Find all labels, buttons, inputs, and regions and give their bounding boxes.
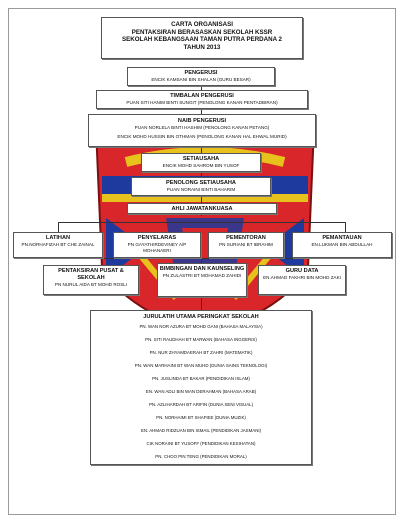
pentaksiran-name: PN NURUL AIDA BT MOHD ROSLI [54,282,128,287]
list-item: PN. SITI RAUDHAH BT MARWAN (BAHASA INGGE… [145,337,257,342]
list-item: PN. WAN MARHAINI BT WAN MUHD (DUNIA SAIN… [134,363,268,368]
ajk-box: AHLI JAWATANKUASA [127,203,277,214]
list-item: PN. NORHAIMI BT SHAFIEE (DUNIA MUZIK) [156,415,246,420]
timbalan-title: TIMBALAN PENGERUSI [170,93,234,99]
setiausaha-box: SETIAUSAHA ENCIK MOHD SAHROM BIN YUSOF [141,153,261,172]
list-item: CIK NORAINI BT YUSOFF (PENDIDIKAN KESIHA… [146,441,256,446]
setiausaha-name: ENCIK MOHD SAHROM BIN YUSOF [162,163,240,168]
pengerusi-box: PENGERUSI ENCIK KAMSANI BIN SHALAN (GURU… [127,67,275,86]
penolong-setiausaha-box: PENOLONG SETIAUSAHA PUAN NORAINI BINTI B… [131,177,271,196]
penyelaras-box: PENYELARAS PN GAYATHIRDEVINEY A/P MOHANA… [113,232,201,258]
pentaksiran-box: PENTAKSIRAN PUSAT & SEKOLAH PN NURUL AID… [43,265,139,295]
jurulatih-list: PN. WAN NOR AZURA BT MOHD GANI (BAHASA M… [95,324,307,459]
bimbingan-box: BIMBINGAN DAN KAUNSELING PN ZULASTRI BT … [157,263,247,297]
pementoran-name: PN SURIANI BT IBRAHIM [219,242,273,247]
naib-name-2: ENCIK MOHD HUSSIN BIN OTHMAN (PENOLONG K… [117,134,287,139]
pemantauan-name: EN.LUKMAN BIN ABDULLAH [311,242,373,247]
bimbingan-title: BIMBINGAN DAN KAUNSELING [159,266,245,272]
penyelaras-name: PN GAYATHIRDEVINEY A/P MOHANAERI [127,242,187,253]
naib-name-1: PUAN NORLELA BINTI HASHIM (PENOLONG KANA… [134,125,270,130]
naib-title: NAIB PENGERUSI [177,118,227,124]
list-item: PN. WAN NOR AZURA BT MOHD GANI (BAHASA M… [139,324,263,329]
list-item: PN. NUR ZHYAMDAERAH BT ZAHRI (MATEMATIK) [149,350,253,355]
connector-horizontal-ajk [58,222,346,223]
chart-subtitle-year: TAHUN 2013 [183,43,221,51]
jurulatih-box: JURULATIH UTAMA PERINGKAT SEKOLAH PN. WA… [90,310,312,465]
connector-pemantauan [345,222,346,232]
latihan-box: LATIHAN PN.NORHAFIZAH BT CHE ZAINAL [13,232,103,258]
list-item: PN. JUSLINDA BT BAKAR (PENDIDIKAN ISLAM) [152,376,250,381]
pentaksiran-title: PENTAKSIRAN PUSAT & SEKOLAH [58,268,124,281]
pengerusi-name: ENCIK KAMSANI BIN SHALAN (GURU BESAR) [151,77,251,82]
connector-vertical-main [201,86,202,216]
penolong-setiausaha-title: PENOLONG SETIAUSAHA [166,180,236,186]
list-item: EN. AHMAD RIDZUAN BIN ISMAIL (PENDIDIKAN… [140,428,262,433]
jurulatih-title: JURULATIH UTAMA PERINGKAT SEKOLAH [143,314,259,320]
chart-title-box: CARTA ORGANISASI PENTAKSIRAN BERASASKAN … [101,17,303,59]
school-crest-logo [94,119,316,338]
naib-pengerusi-box: NAIB PENGERUSI PUAN NORLELA BINTI HASHIM… [88,114,316,147]
bimbingan-name: PN ZULASTRI BT MOHAMAD ZAHIDI [162,273,242,278]
timbalan-pengerusi-box: TIMBALAN PENGERUSI PUAN SITI HANIM BINTI… [96,90,308,109]
connector-horizontal-bottom [80,258,320,259]
chart-subtitle-school: SEKOLAH KEBANGSAAN TAMAN PUTRA PERDANA 2 [122,36,282,44]
latihan-name: PN.NORHAFIZAH BT CHE ZAINAL [21,242,95,247]
guru-data-name: EN.AHMAD FAKHRI BIN MOHD ZAKI [263,275,341,280]
setiausaha-title: SETIAUSAHA [182,156,220,162]
page-frame [8,8,396,515]
list-item: PN. CHOO PIN TENG (PENDIDIKAN MORAL) [155,454,247,459]
pemantauan-title: PEMANTAUAN [322,235,362,241]
guru-data-title: GURU DATA [285,268,319,274]
pementoran-box: PEMENTORAN PN SURIANI BT IBRAHIM [208,232,284,258]
penolong-setiausaha-name: PUAN NORAINI BINTI BAHARIM [166,187,236,192]
chart-subtitle-program: PENTAKSIRAN BERASASKAN SEKOLAH KSSR [131,28,273,36]
chart-title: CARTA ORGANISASI [171,21,233,28]
pementoran-title: PEMENTORAN [226,235,266,241]
ajk-title: AHLI JAWATANKUASA [171,206,233,212]
guru-data-box: GURU DATA EN.AHMAD FAKHRI BIN MOHD ZAKI [258,265,346,295]
pemantauan-box: PEMANTAUAN EN.LUKMAN BIN ABDULLAH [292,232,392,258]
timbalan-name: PUAN SITI HANIM BINTI SUNGIT (PENOLONG K… [126,100,278,105]
latihan-title: LATIHAN [45,235,71,241]
penyelaras-title: PENYELARAS [137,235,177,241]
connector-latihan [58,222,59,232]
list-item: EN. WAN ADLI BIN WAN DERAHMAN (BAHASA AR… [145,389,257,394]
pengerusi-title: PENGERUSI [184,70,218,76]
list-item: PN. AZLIHARDAH BT ARIFIN (DUNIA SENI VIS… [148,402,254,407]
